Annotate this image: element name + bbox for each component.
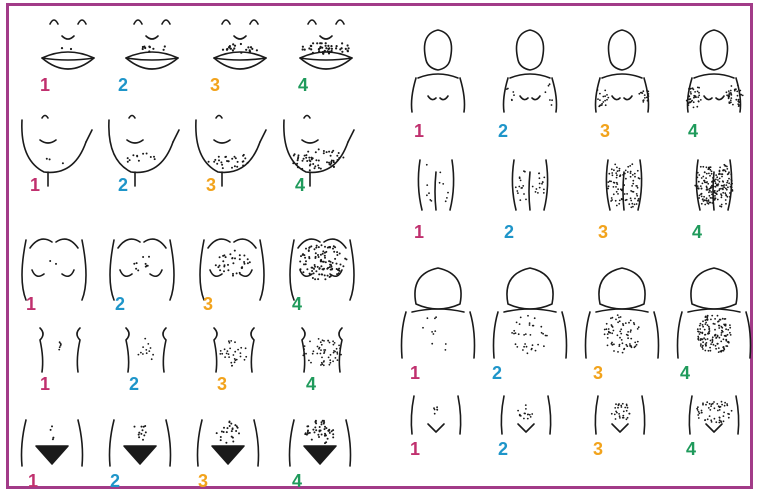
upper-lip-grade-1-label: 1 xyxy=(40,76,50,94)
chest-figure-4 xyxy=(290,239,354,300)
chest-grade-2-label: 2 xyxy=(115,295,125,313)
pubic-triangle xyxy=(124,446,156,464)
upper-abdomen-figure-3 xyxy=(214,328,254,372)
lower-back-figure-3 xyxy=(595,396,644,434)
chin-grade-3-label: 3 xyxy=(206,176,216,194)
chest-figure-3 xyxy=(200,239,264,300)
pubic-triangle xyxy=(304,446,336,464)
upper-arms-figure-4 xyxy=(686,30,744,112)
upper-arms-grade-3-label: 3 xyxy=(600,122,610,140)
upper-arms-grade-2-label: 2 xyxy=(498,122,508,140)
upper-lip-grade-4-label: 4 xyxy=(298,76,308,94)
upper-back-figure-2 xyxy=(494,268,567,358)
chest-grade-4-label: 4 xyxy=(292,295,302,313)
thighs-grade-1-label: 1 xyxy=(414,223,424,241)
upper-abdomen-grade-2-label: 2 xyxy=(129,375,139,393)
thighs-figure-4 xyxy=(694,160,733,210)
lower-back-figure-1 xyxy=(411,396,460,434)
lower-back-figure-2 xyxy=(501,396,550,434)
thighs-figure-1 xyxy=(418,160,453,210)
upper-lip-grade-3-label: 3 xyxy=(210,76,220,94)
upper-lip-figure-1 xyxy=(42,20,94,69)
upper-arms-figure-1 xyxy=(412,30,465,112)
lower-abdomen-figure-4 xyxy=(290,420,351,466)
upper-back-figure-3 xyxy=(586,268,659,358)
upper-abdomen-grade-1-label: 1 xyxy=(40,375,50,393)
thighs-figure-2 xyxy=(512,160,547,210)
chest-figure-1 xyxy=(22,239,86,300)
lower-abdomen-figure-2 xyxy=(110,420,171,466)
upper-back-grade-4-label: 4 xyxy=(680,364,690,382)
upper-lip-figure-3 xyxy=(214,20,266,69)
lower-back-grade-2-label: 2 xyxy=(498,440,508,458)
chest-grade-1-label: 1 xyxy=(26,295,36,313)
upper-back-grade-3-label: 3 xyxy=(593,364,603,382)
upper-arms-grade-4-label: 4 xyxy=(688,122,698,140)
lower-back-grade-3-label: 3 xyxy=(593,440,603,458)
pubic-triangle xyxy=(212,446,244,464)
lower-abdomen-figure-1 xyxy=(22,420,83,466)
upper-lip-grade-2-label: 2 xyxy=(118,76,128,94)
upper-back-grade-2-label: 2 xyxy=(492,364,502,382)
upper-abdomen-grade-3-label: 3 xyxy=(217,375,227,393)
chin-grade-2-label: 2 xyxy=(118,176,128,194)
upper-back-grade-1-label: 1 xyxy=(410,364,420,382)
upper-back-figure-4 xyxy=(678,268,751,358)
thighs-grade-4-label: 4 xyxy=(692,223,702,241)
lower-abdomen-grade-2-label: 2 xyxy=(110,472,120,490)
upper-arms-grade-1-label: 1 xyxy=(414,122,424,140)
lower-back-grade-1-label: 1 xyxy=(410,440,420,458)
lower-abdomen-grade-3-label: 3 xyxy=(198,472,208,490)
upper-arms-figure-3 xyxy=(596,30,650,112)
lower-back-grade-4-label: 4 xyxy=(686,440,696,458)
lower-abdomen-grade-4-label: 4 xyxy=(292,472,302,490)
chin-grade-1-label: 1 xyxy=(30,176,40,194)
chest-grade-3-label: 3 xyxy=(203,295,213,313)
upper-back-figure-1 xyxy=(402,268,475,358)
upper-lip-figure-2 xyxy=(126,20,178,69)
pubic-triangle xyxy=(36,446,68,464)
chest-figure-2 xyxy=(110,239,174,300)
upper-lip-figure-4 xyxy=(300,20,352,69)
lower-abdomen-grade-1-label: 1 xyxy=(28,472,38,490)
upper-abdomen-figure-2 xyxy=(126,328,166,372)
upper-abdomen-figure-1 xyxy=(40,328,80,372)
lower-abdomen-figure-3 xyxy=(198,420,259,466)
thighs-grade-3-label: 3 xyxy=(598,223,608,241)
upper-arms-figure-2 xyxy=(504,30,557,112)
thighs-figure-3 xyxy=(606,160,641,210)
upper-abdomen-grade-4-label: 4 xyxy=(306,375,316,393)
chin-grade-4-label: 4 xyxy=(295,176,305,194)
upper-abdomen-figure-4 xyxy=(302,328,342,372)
lower-back-figure-4 xyxy=(689,396,738,434)
thighs-grade-2-label: 2 xyxy=(504,223,514,241)
